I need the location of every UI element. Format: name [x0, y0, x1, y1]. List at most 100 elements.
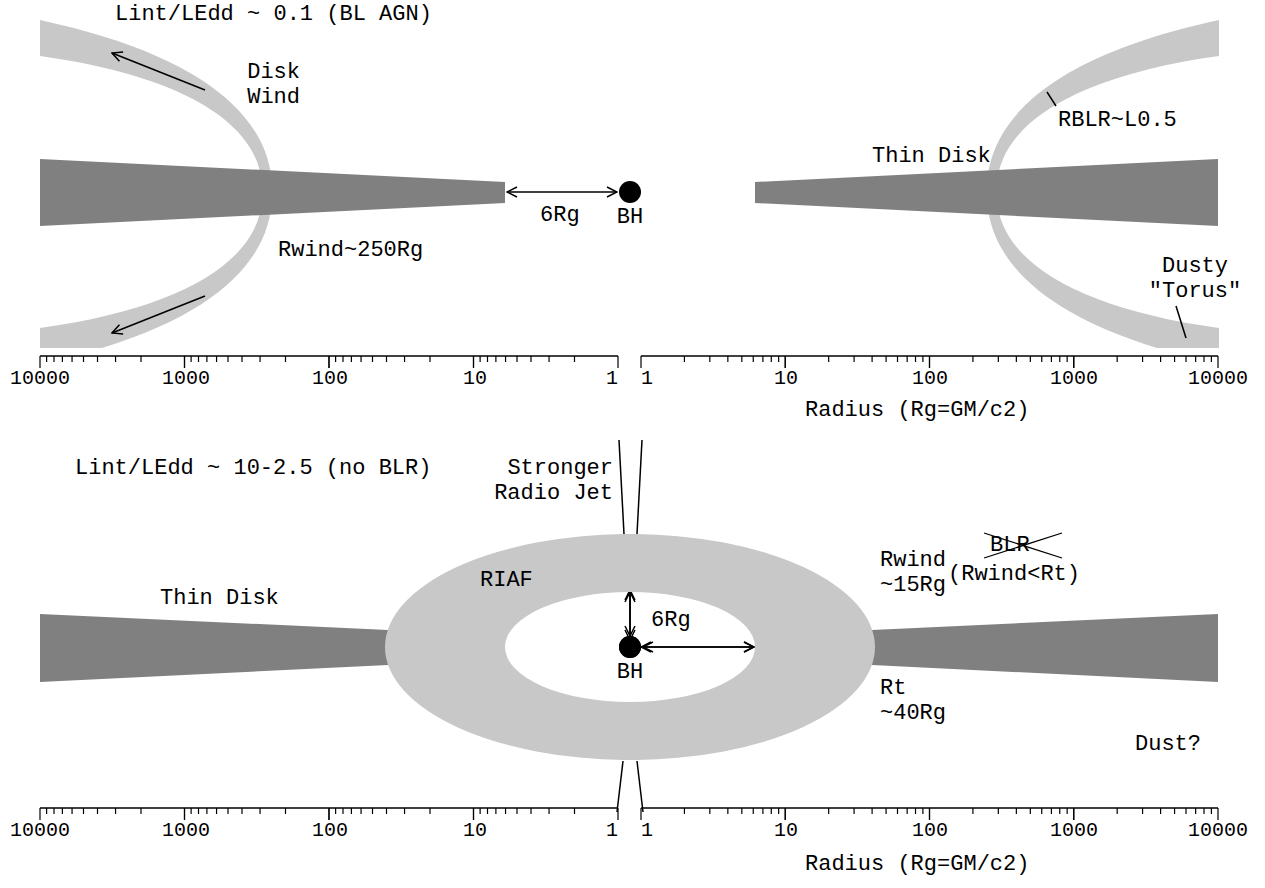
- axis-tick: [62, 356, 63, 362]
- wind-label: Disk Wind: [220, 60, 300, 110]
- strike-out: [984, 533, 1062, 558]
- axis-tick: [1117, 808, 1118, 814]
- radius-axis: [40, 356, 1218, 820]
- axis-tick: [753, 356, 754, 362]
- axis-tick: [115, 356, 116, 362]
- axis-tick: [386, 808, 387, 814]
- tick-label: 10000: [10, 366, 70, 391]
- axis-tick: [198, 356, 199, 362]
- axis-tick: [998, 808, 999, 814]
- axis-tick: [972, 356, 973, 362]
- axis-tick: [727, 808, 728, 814]
- axis-tick: [929, 808, 930, 820]
- axis-tick: [516, 808, 517, 814]
- axis-tick: [328, 808, 329, 820]
- axis-tick: [505, 808, 506, 814]
- axis-tick: [1174, 356, 1175, 362]
- axis-tick: [1195, 356, 1196, 362]
- axis-tick: [71, 356, 72, 362]
- axis-tick: [617, 356, 618, 368]
- axis-tick: [62, 808, 63, 814]
- axis-tick: [206, 356, 207, 362]
- axis-title: Radius (Rg=GM/c2): [805, 398, 1029, 423]
- axis-tick: [1041, 356, 1042, 362]
- axis-tick: [853, 808, 854, 814]
- axis-tick: [753, 808, 754, 814]
- axis-tick: [191, 356, 192, 362]
- axis-tick: [929, 808, 930, 820]
- axis-tick: [1203, 356, 1204, 362]
- axis-tick: [778, 356, 779, 362]
- axis-tick: [39, 808, 40, 820]
- dimension-arrow: [643, 646, 754, 648]
- axis-tick: [998, 356, 999, 362]
- axis-tick: [1185, 356, 1186, 362]
- axis-tick: [684, 808, 685, 814]
- axis-tick: [1016, 808, 1017, 814]
- condition-label: (Rwind<Rt): [948, 562, 1080, 587]
- axis-tick: [709, 808, 710, 814]
- axis-tick: [516, 356, 517, 362]
- axis-tick: [505, 356, 506, 362]
- axis-tick: [1059, 356, 1060, 362]
- black-hole-symbol: [612, 636, 648, 660]
- axis-tick: [741, 808, 742, 814]
- axis-tick: [885, 356, 886, 362]
- axis-tick: [342, 356, 343, 362]
- axis-tick: [1067, 808, 1068, 814]
- axis-tick: [328, 808, 329, 820]
- axis-tick: [1073, 356, 1074, 368]
- axis-tick: [473, 356, 474, 368]
- axis-tick: [360, 808, 361, 814]
- axis-tick: [574, 356, 575, 362]
- axis-tick: [259, 356, 260, 362]
- blr-radius-label: RBLR~L0.5: [1058, 108, 1177, 133]
- thin-disk: [40, 159, 505, 226]
- axis-tick: [372, 356, 373, 362]
- axis-tick: [1174, 808, 1175, 814]
- dust-label: Dust?: [1135, 732, 1201, 757]
- axis-tick: [762, 808, 763, 814]
- tick-label: 1000: [1050, 818, 1098, 843]
- axis-tick: [140, 808, 141, 814]
- tick-label: 100: [912, 366, 948, 391]
- axis-tick: [227, 808, 228, 814]
- axis-tick: [1016, 356, 1017, 362]
- axis-tick: [46, 356, 47, 362]
- axis-tick: [929, 356, 930, 368]
- axis-tick: [184, 808, 185, 820]
- axis-tick: [259, 808, 260, 814]
- axis-tick: [785, 808, 786, 820]
- tick-label: 1000: [1050, 366, 1098, 391]
- axis-tick: [1067, 356, 1068, 362]
- thin-disk: [872, 614, 1218, 682]
- axis-tick: [328, 356, 329, 368]
- tick-label: 10000: [1188, 366, 1248, 391]
- radius-label: Rt ~40Rg: [880, 676, 940, 726]
- axis-tick: [1073, 808, 1074, 820]
- axis-tick: [1211, 808, 1212, 814]
- axis-tick: [929, 356, 930, 368]
- disk-label: Thin Disk: [872, 144, 991, 169]
- tick-label: 10: [463, 818, 487, 843]
- axis-tick: [480, 808, 481, 814]
- jet-label: Stronger Radio Jet: [488, 456, 613, 506]
- axis-tick: [530, 808, 531, 814]
- axis-tick: [897, 808, 898, 814]
- tick-label: 1: [606, 366, 618, 391]
- axis-tick: [473, 356, 474, 368]
- axis-tick: [473, 808, 474, 820]
- axis-tick: [360, 356, 361, 362]
- axis-tick: [495, 808, 496, 814]
- axis-tick: [871, 808, 872, 814]
- axis-tick: [922, 808, 923, 814]
- axis-tick: [97, 808, 98, 814]
- axis-tick: [771, 808, 772, 814]
- axis-tick: [1030, 808, 1031, 814]
- black-hole: BH: [612, 636, 648, 685]
- axis-title: Radius (Rg=GM/c2): [805, 852, 1029, 877]
- axis-tick: [184, 356, 185, 368]
- axis-tick: [46, 808, 47, 814]
- tick-label: 1: [641, 818, 653, 843]
- axis-tick: [429, 356, 430, 362]
